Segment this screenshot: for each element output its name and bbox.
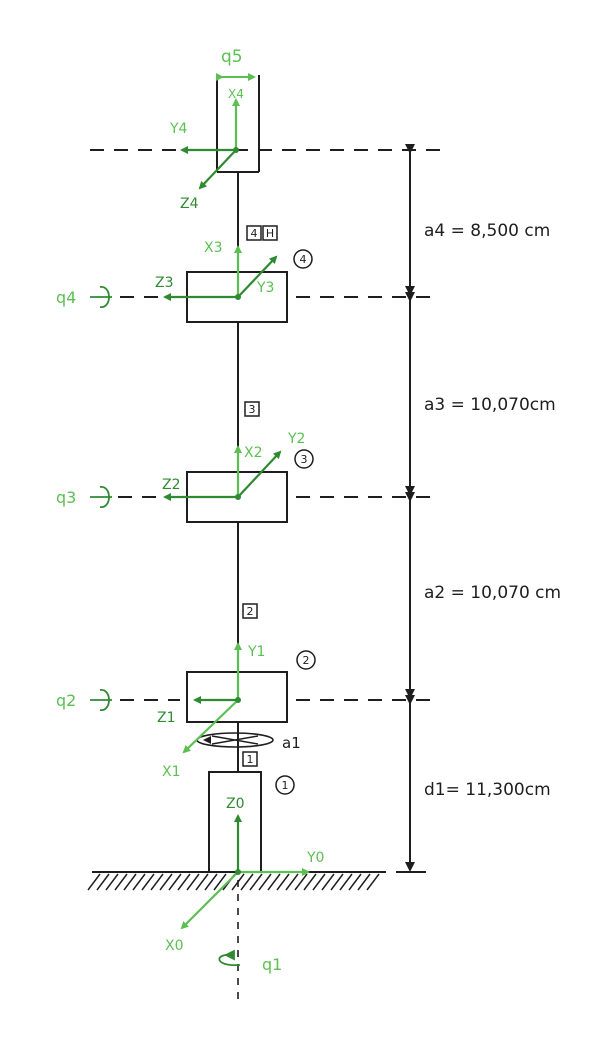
dimension-a3: a3 = 10,070cm [424, 395, 556, 415]
frame-3-y-label: Y3 [256, 280, 274, 296]
dimension-a2: a2 = 10,070 cm [424, 583, 561, 603]
link-tag-2: 2 [242, 603, 258, 619]
gripper [216, 75, 260, 173]
svg-text:1: 1 [282, 779, 289, 792]
frame-3-axes [163, 245, 278, 301]
joint-q4-label: q4 [56, 288, 76, 307]
link-tag-3: 3 [244, 401, 260, 417]
joint-number-4: 4 [293, 249, 313, 269]
link-tag-h: H [262, 225, 278, 241]
svg-text:2: 2 [247, 605, 254, 618]
frame-1-z-label: Z1 [157, 710, 176, 726]
base-column [208, 771, 262, 873]
gripper-label: q5 [221, 47, 243, 67]
joint-number-3: 3 [294, 449, 314, 469]
frame-2-z-label: Z2 [162, 477, 181, 493]
joint-number-1: 1 [275, 775, 295, 795]
frame-4-y-label: Y4 [169, 121, 188, 137]
frame-2-y-label: Y2 [287, 431, 305, 447]
frame-2-axes [163, 445, 282, 501]
frame-0-x-label: X0 [165, 938, 184, 954]
dimension-d1: d1= 11,300cm [424, 780, 551, 800]
frame-4-z-label: Z4 [180, 196, 199, 212]
dimension-a4: a4 = 8,500 cm [424, 221, 550, 241]
joint-q1-rotation-icon [218, 949, 241, 966]
reference-lines [90, 149, 440, 701]
frame-0-y-label: Y0 [306, 850, 324, 866]
twist-ellipse [196, 732, 274, 748]
frame-2-x-label: X2 [244, 445, 263, 461]
svg-text:4: 4 [300, 253, 307, 266]
joint-q2-rotation-icon [90, 689, 112, 711]
link-tag-1: 1 [242, 751, 258, 767]
joint-q2-label: q2 [56, 691, 76, 710]
joint-q4-rotation-icon [90, 286, 112, 308]
svg-text:3: 3 [301, 453, 308, 466]
frame-4-axes [180, 98, 240, 190]
svg-text:1: 1 [247, 753, 254, 766]
frame-3-z-label: Z3 [155, 275, 174, 291]
joint-q3-rotation-icon [90, 486, 112, 508]
svg-text:4: 4 [251, 227, 258, 240]
frame-1-y-label: Y1 [247, 644, 265, 660]
link-tag-4: 4 [246, 225, 262, 241]
joint-q1-label: q1 [262, 955, 282, 974]
dimension-arrows [396, 144, 426, 873]
frame-0-axes [180, 814, 310, 930]
joint-q3-label: q3 [56, 488, 76, 507]
frame-3-x-label: X3 [204, 240, 223, 256]
twist-label: a1 [282, 734, 301, 752]
svg-text:2: 2 [303, 654, 310, 667]
joint-number-2: 2 [296, 650, 316, 670]
svg-text:H: H [266, 227, 274, 240]
frame-0-z-label: Z0 [226, 796, 245, 812]
frame-1-axes [182, 642, 242, 754]
svg-text:3: 3 [249, 403, 256, 416]
frame-4-x-label: X4 [228, 87, 244, 101]
frame-1-x-label: X1 [162, 764, 181, 780]
